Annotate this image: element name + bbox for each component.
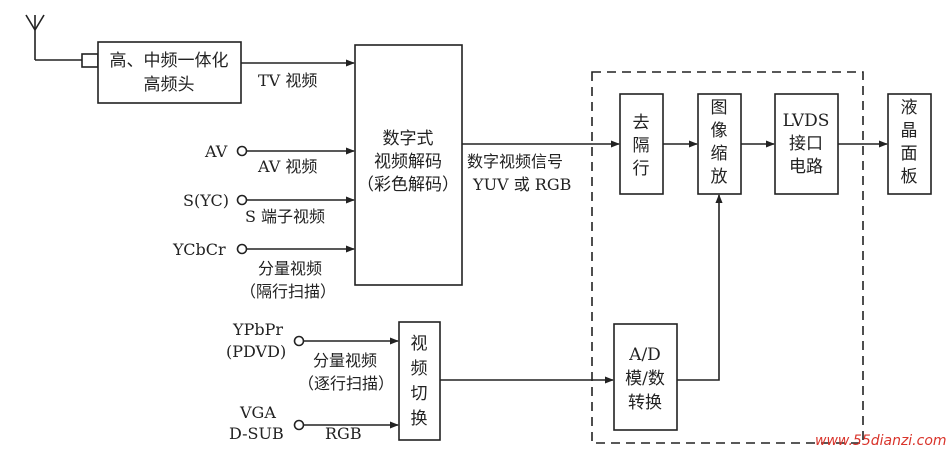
digital-video-label-line-1: 数字视频信号 <box>467 152 563 171</box>
tuner-label-line-2: 高频头 <box>144 75 195 95</box>
deinterlace-label-char-1: 去 <box>633 113 650 133</box>
av-input-terminal <box>236 145 248 157</box>
switch-label-char-3: 切 <box>411 384 428 404</box>
component-interlaced-label-line-1: 分量视频 <box>258 259 322 278</box>
decoder-label-line-3: （彩色解码） <box>357 175 459 195</box>
antenna-icon <box>25 14 99 68</box>
ypbpr-terminal <box>293 335 305 347</box>
lvds-label-line-1: LVDS <box>783 111 830 131</box>
scaler-label-char-3: 缩 <box>711 144 728 164</box>
av-video-label: AV 视频 <box>257 157 317 176</box>
lcd-label-char-4: 板 <box>901 167 918 187</box>
scaler-label-char-4: 放 <box>711 167 728 187</box>
s-video-terminal <box>236 194 248 206</box>
lvds-block <box>774 93 839 195</box>
video-switch-block <box>398 321 441 441</box>
lcd-label-char-3: 面 <box>901 144 918 164</box>
decoder-label-line-1: 数字式 <box>383 129 434 149</box>
adc-block <box>613 323 678 431</box>
adc-to-scaler-arrow <box>677 194 723 381</box>
ycbcr-terminal <box>236 243 248 255</box>
av-input-label: AV <box>204 142 228 161</box>
lcd-panel-block <box>887 93 932 195</box>
adc-label-line-1: A/D <box>628 345 661 365</box>
lvds-label-line-3: 电路 <box>789 157 823 177</box>
scaler-label-char-1: 图 <box>711 98 728 118</box>
ycbcr-input-label: YCbCr <box>172 240 226 259</box>
tuner-label-line-1: 高、中频一体化 <box>110 51 229 71</box>
component-progressive-label-line-2: （逐行扫描） <box>298 374 394 393</box>
scaler-label-char-2: 像 <box>711 121 728 141</box>
rgb-label: RGB <box>325 424 362 443</box>
tv-video-label: TV 视频 <box>258 71 317 90</box>
component-interlaced-label-line-2: （隔行扫描） <box>240 282 336 301</box>
switch-label-char-4: 换 <box>411 409 428 429</box>
s-video-input-label: S(YC) <box>183 191 229 210</box>
lcd-label-char-1: 液 <box>901 98 918 118</box>
tuner-block <box>97 41 242 104</box>
lvds-label-line-2: 接口 <box>789 134 823 154</box>
processing-frame <box>591 71 864 444</box>
deinterlace-label-char-3: 行 <box>633 159 650 179</box>
deinterlace-label-char-2: 隔 <box>633 136 650 156</box>
decoder-block <box>354 44 463 286</box>
switch-label-char-2: 频 <box>411 359 428 379</box>
digital-video-label-line-2: YUV 或 RGB <box>472 175 571 194</box>
vga-terminal <box>293 419 305 431</box>
scaler-block <box>697 93 742 195</box>
ypbpr-input-label-line-1: YPbPr <box>232 320 283 339</box>
vga-input-label-line-1: VGA <box>239 403 276 422</box>
watermark-text: www.55dianzi.com <box>815 433 947 449</box>
s-terminal-video-label: S 端子视频 <box>245 207 325 226</box>
vga-input-label-line-2: D-SUB <box>229 424 284 443</box>
ypbpr-input-label-line-2: (PDVD) <box>226 342 286 361</box>
switch-label-char-1: 视 <box>411 334 428 354</box>
adc-label-line-3: 转换 <box>628 393 662 413</box>
component-progressive-label-line-1: 分量视频 <box>313 351 377 370</box>
decoder-label-line-2: 视频解码 <box>374 152 442 172</box>
lcd-label-char-2: 晶 <box>901 121 918 141</box>
adc-label-line-2: 模/数 <box>625 369 665 389</box>
